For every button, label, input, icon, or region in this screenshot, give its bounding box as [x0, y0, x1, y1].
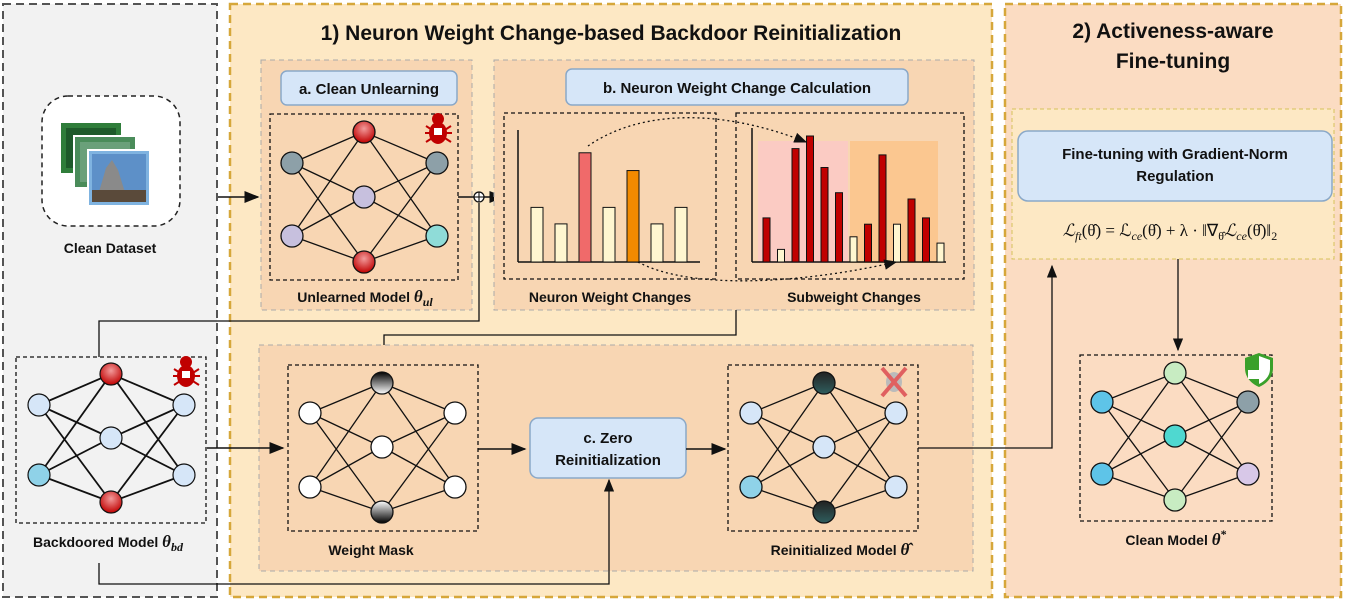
line-backdoored-to-joint	[98, 203, 480, 357]
dotted-arrow-lower	[637, 259, 898, 282]
unlearning-title: a. Clean Unlearning	[299, 81, 439, 98]
reinit-network	[739, 371, 908, 524]
backdoored-network	[27, 362, 196, 514]
subweight-bar	[835, 192, 843, 263]
section1-title: 1) Neuron Weight Change-based Backdoor R…	[321, 22, 902, 45]
section2-title-line2: Fine-tuning	[1116, 50, 1230, 73]
unlearned-model-label: Unlearned Model θul	[297, 287, 433, 309]
neuron-bar	[674, 206, 688, 263]
clean-network	[1090, 361, 1260, 512]
subweight-bar	[820, 167, 829, 263]
subweight-bar	[907, 198, 916, 263]
subweight-bar	[806, 135, 814, 263]
unlearned-network	[280, 120, 449, 274]
dataset-label: Clean Dataset	[64, 240, 157, 256]
subweight-bar	[777, 248, 785, 263]
section2-title-line1: 2) Activeness-aware	[1072, 20, 1273, 43]
weight-mask-box	[287, 364, 479, 532]
weight-mask-label: Weight Mask	[328, 542, 414, 558]
calc-title: b. Neuron Weight Change Calculation	[603, 80, 871, 97]
subweight-changes-label: Subweight Changes	[787, 289, 921, 305]
reinit-model-label: Reinitialized Model θ̂	[771, 540, 914, 559]
subweight-changes-chart	[751, 128, 946, 263]
unlearning-title-box	[280, 70, 458, 106]
neuron-bar	[602, 206, 616, 263]
finetune-formula: ℒft(θ̂) = ℒce(θ̂) + λ · ‖∇θ̂ℒce(θ̂)‖2	[1063, 221, 1277, 243]
weight-mask-network	[298, 371, 467, 524]
subweight-bar	[762, 217, 771, 263]
finetune-line2: Regulation	[1136, 168, 1214, 185]
subweight-bar	[893, 223, 901, 263]
backdoored-model-box	[15, 356, 207, 524]
arrow-reinit-to-finetune	[918, 264, 1058, 449]
subweight-bar	[936, 242, 945, 263]
neuron-bar	[530, 206, 544, 263]
subweight-bar	[922, 217, 930, 263]
subweight-bar	[864, 223, 872, 263]
subweight-group1-highlight	[758, 141, 848, 263]
subweight-bar	[791, 148, 800, 263]
clean-model-box	[1079, 354, 1273, 522]
calc-title-box	[565, 68, 909, 106]
arrow-backdoored-to-reinit	[98, 478, 615, 585]
neuron-bar	[626, 170, 640, 263]
neuron-bar	[578, 152, 592, 263]
neuron-weight-changes-chart	[517, 130, 700, 263]
finetune-line1: Fine-tuning with Gradient-Norm	[1062, 146, 1288, 163]
shield-icon	[1245, 353, 1273, 387]
neuron-bar	[554, 223, 568, 263]
subweight-changes-box	[735, 112, 965, 280]
bug-icon	[173, 356, 200, 387]
zero-reinit-line1: c. Zero	[583, 430, 632, 447]
unlearned-model-box	[269, 113, 459, 281]
zero-reinit-line2: Reinitialization	[555, 452, 661, 469]
dotted-arrow-upper	[587, 117, 808, 147]
neuron-changes-label: Neuron Weight Changes	[529, 289, 692, 305]
zero-reinit-box	[529, 417, 687, 479]
subweight-bar	[878, 154, 887, 263]
neuron-changes-box	[503, 112, 717, 280]
subweight-bar	[849, 236, 858, 263]
crossed-bug-icon	[880, 366, 908, 398]
clean-model-label: Clean Model θ*	[1125, 527, 1226, 549]
neuron-bar	[650, 223, 664, 263]
bug-icon	[425, 113, 452, 144]
dataset-images-icon	[59, 121, 151, 207]
finetune-box	[1017, 130, 1333, 202]
backdoored-model-label: Backdoored Model θbd	[33, 532, 184, 554]
